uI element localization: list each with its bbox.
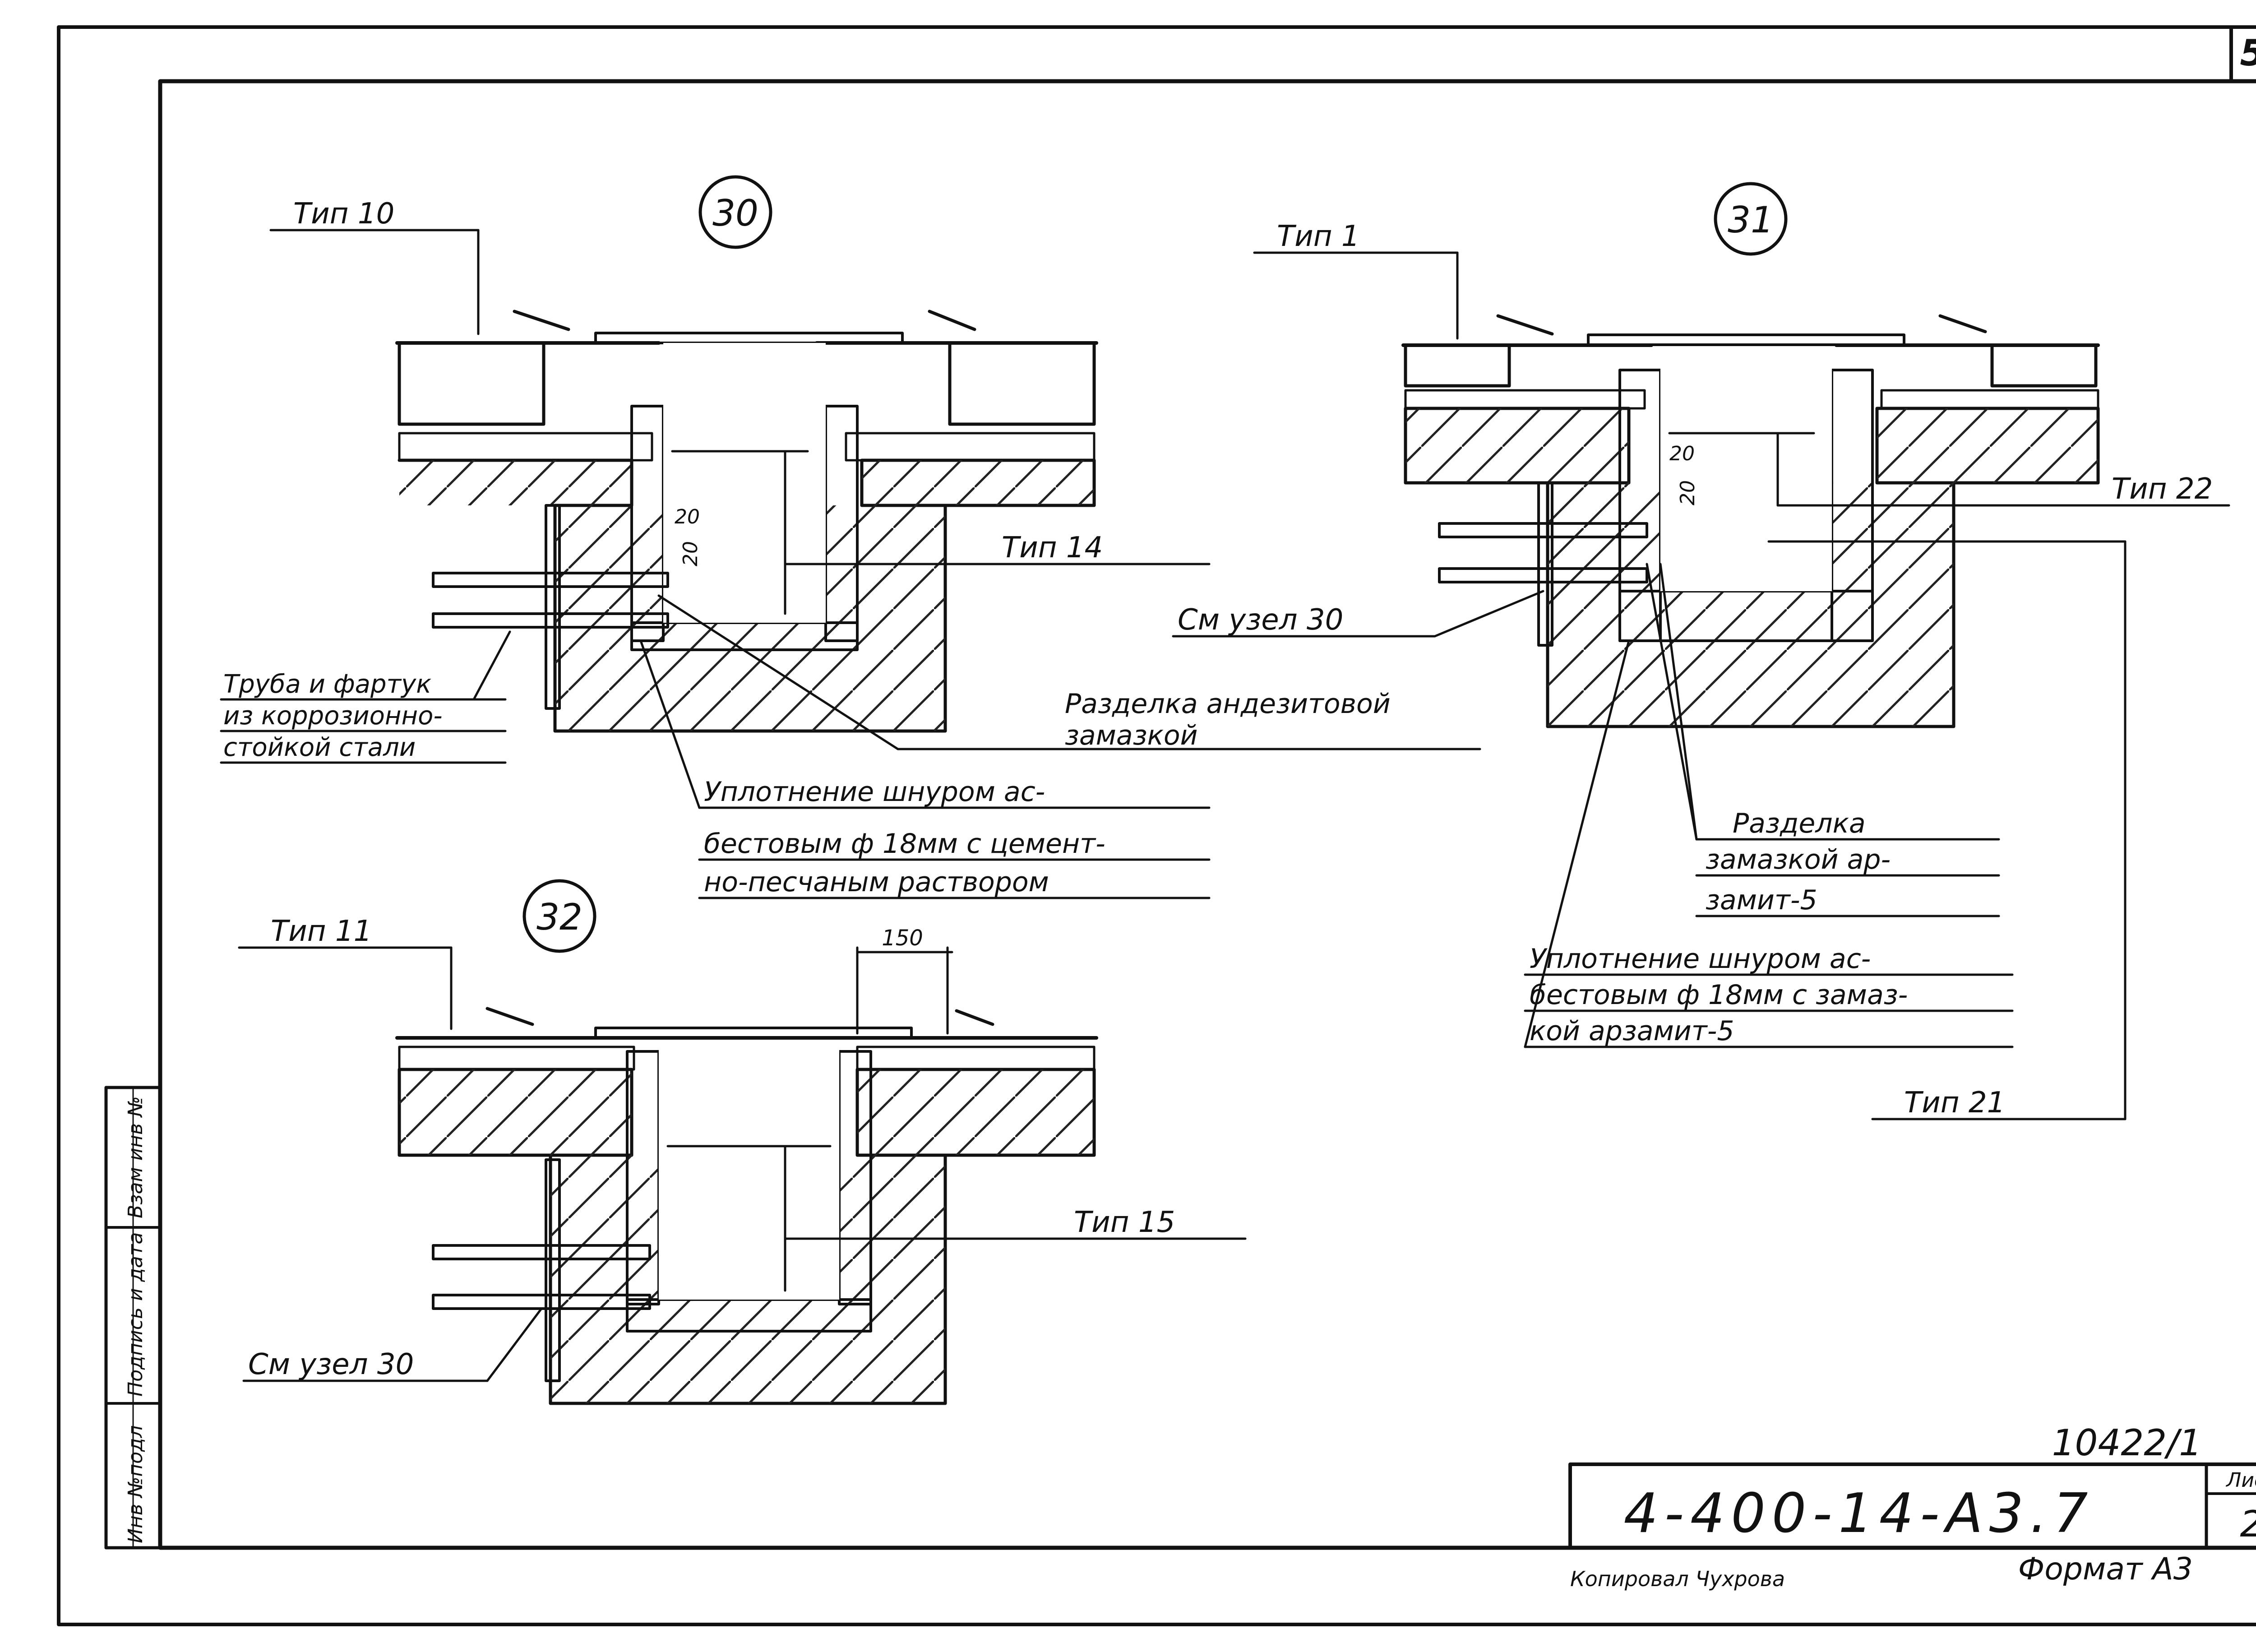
node-30-seal-cord-2: бестовым ф 18мм с цемент- [704, 828, 1105, 860]
node-30-pipe-label-3: стойкой стали [223, 733, 416, 762]
node-31-type-top: Тип 1 [1277, 220, 1360, 253]
stamp-sign-date: Подпись и дата [124, 1232, 147, 1397]
side-stamp: Взам инв № Подпись и дата Инв №подл [104, 1086, 162, 1550]
node-31-dim-b: 20 [1676, 480, 1699, 505]
copied-by: Копировал Чухрова [1570, 1567, 1785, 1591]
sheet-frame [57, 25, 2256, 1626]
node-30-seal-cord-1: Уплотнение шнуром ас- [704, 776, 1045, 808]
node-32-dim-top: 150 [882, 925, 923, 951]
node-30-seal-cord-3: но-песчаным раствором [704, 866, 1049, 898]
node-31-seal-cord-1: Уплотнение шнуром ас- [1530, 943, 1871, 975]
node-30-type-drain: Тип 14 [1002, 531, 1103, 565]
node-31-number: 31 [1728, 199, 1774, 241]
node-30-pipe-label-2: из коррозионно- [223, 701, 443, 731]
node-31-drawing [1172, 182, 2230, 1120]
node-31-dim-a: 20 [1669, 442, 1695, 465]
stamp-replace: Взам инв № [124, 1096, 147, 1218]
node-32-type-top: Тип 11 [271, 915, 372, 948]
node-32-see-node: См узел 30 [248, 1348, 414, 1381]
node-32-number: 32 [536, 896, 582, 938]
title-block [1568, 1462, 2256, 1550]
node-31-seal-arzamit-1: Разделка [1733, 808, 1866, 839]
node-31-seal-arzamit-2: замазкой ар- [1706, 844, 1891, 875]
node-30-type-top: Тип 10 [293, 197, 394, 231]
format-label: Формат А3 [2018, 1551, 2193, 1587]
node-30-dim-b: 20 [679, 541, 702, 566]
node-31-type-side: Тип 22 [2112, 472, 2213, 506]
node-32-drawing [238, 879, 1247, 1405]
node-30-seal-andesite-2: замазкой [1065, 720, 1198, 751]
node-31-seal-cord-2: бестовым ф 18мм с замаз- [1530, 979, 1908, 1011]
sheet-label: Лист [2225, 1469, 2256, 1492]
node-30-drawing [220, 175, 1481, 899]
stamp-inv-orig: Инв №подл [124, 1425, 147, 1543]
node-30-number: 30 [712, 192, 758, 234]
node-30-dim-a: 20 [675, 505, 700, 528]
node-31-type-bottom: Тип 21 [1904, 1086, 2005, 1120]
node-32-type-drain: Тип 15 [1074, 1206, 1175, 1239]
archive-number: 10422/1 [2052, 1422, 2202, 1464]
sheet-number: 2 [2240, 1503, 2256, 1545]
node-31-seal-arzamit-3: замит-5 [1706, 884, 1817, 916]
doc-code: 4-400-14-А3.7 [1624, 1482, 2094, 1545]
node-31-see-node: См узел 30 [1178, 603, 1343, 637]
page-number: 57 [2240, 32, 2256, 74]
node-30-seal-andesite-1: Разделка андезитовой [1065, 688, 1391, 720]
node-30-pipe-label-1: Труба и фартук [223, 670, 431, 699]
node-31-seal-cord-3: кой арзамит-5 [1530, 1015, 1734, 1047]
